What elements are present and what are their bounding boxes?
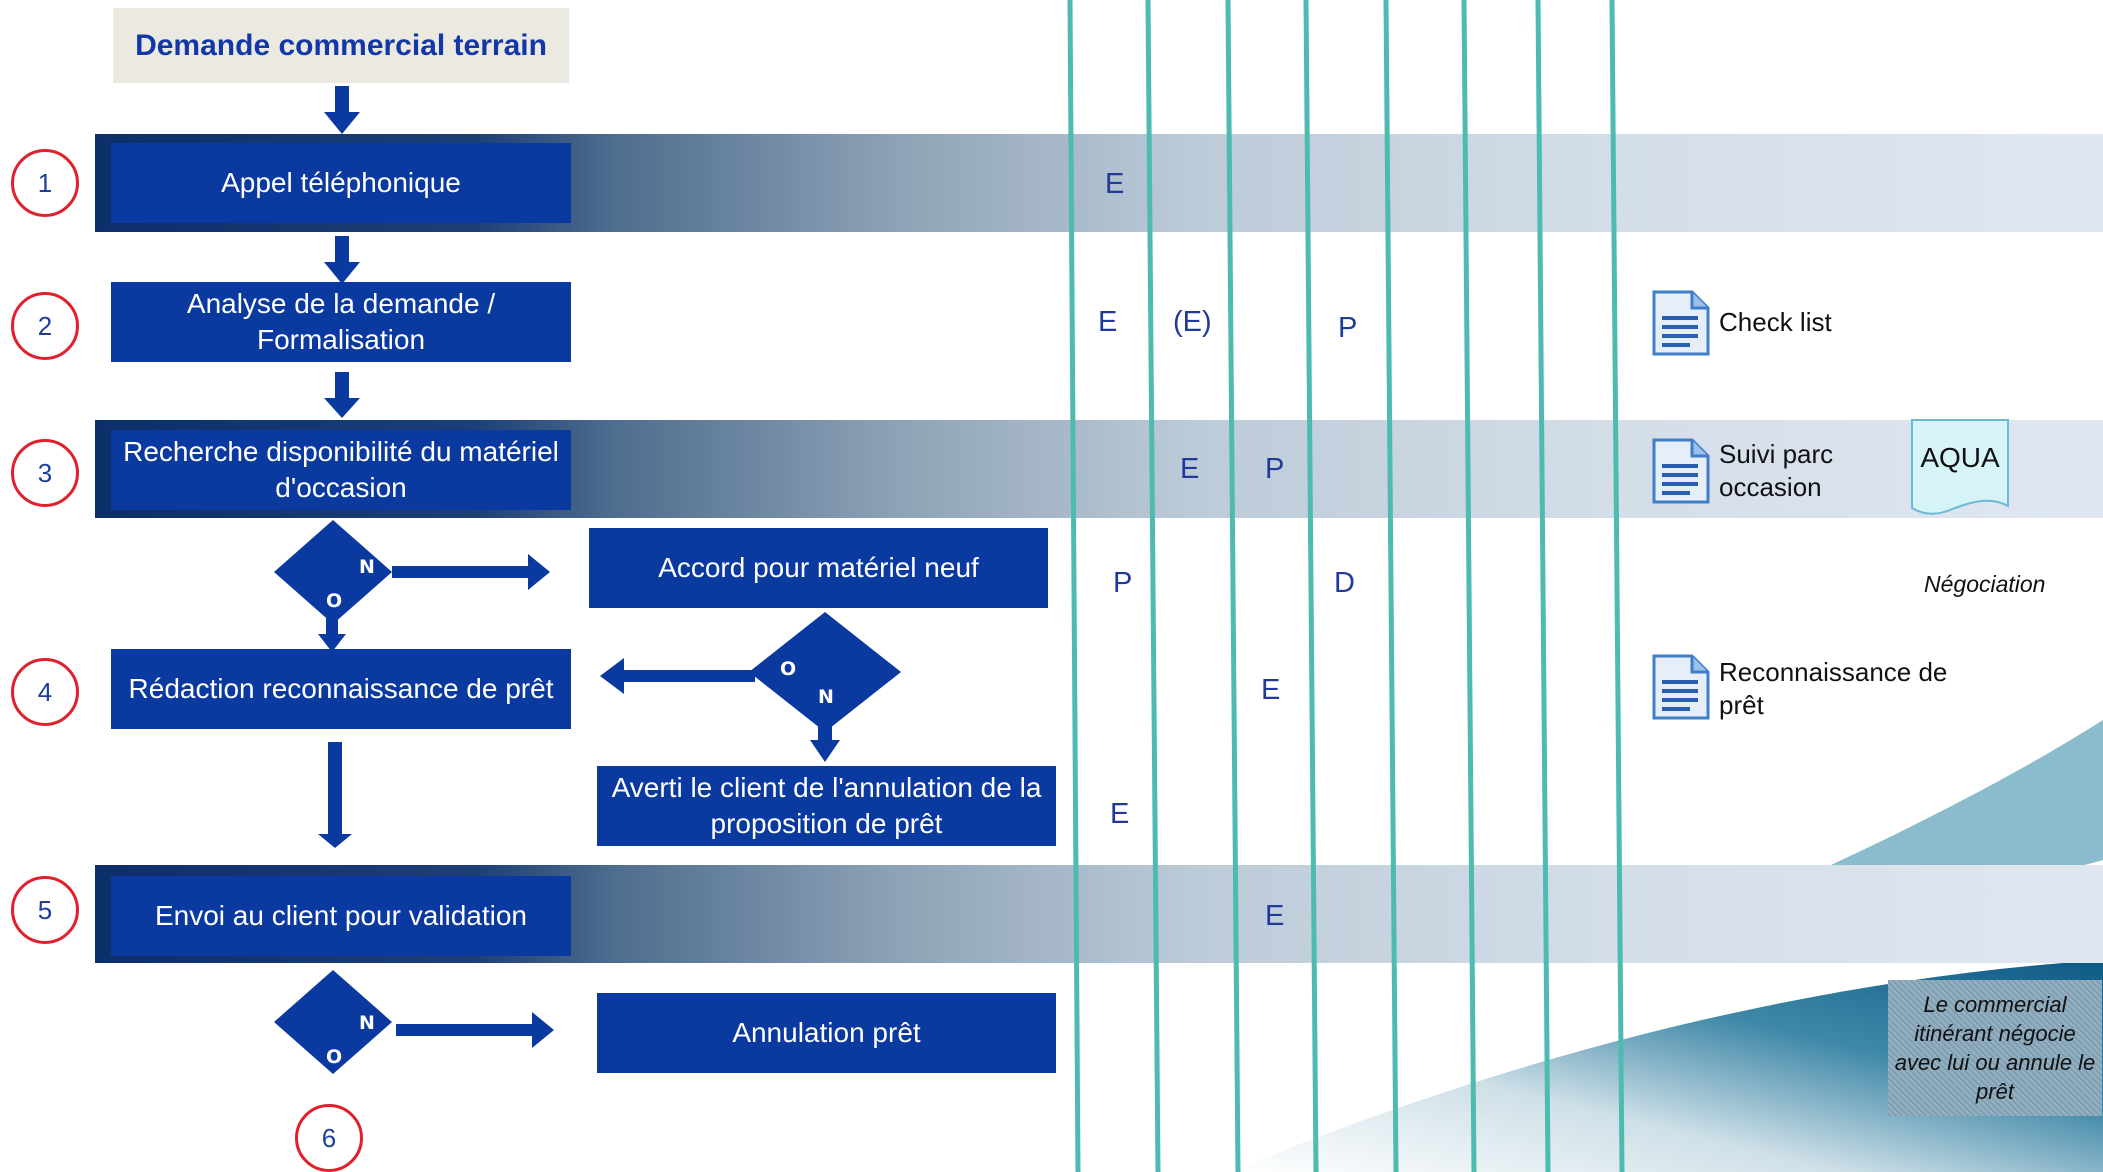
step-number-6-label: 6	[321, 1122, 337, 1153]
reconnaissance-label: Reconnaissance de prêt	[1719, 657, 1948, 720]
step-number-2: 2	[11, 292, 79, 360]
step-1-box: Appel téléphonique	[111, 143, 571, 223]
step-3-box: Recherche disponibilité du matériel d'oc…	[111, 430, 571, 510]
suivi-parc-label: Suivi parc occasion	[1719, 439, 1834, 502]
resp-row4-col3: E	[1261, 674, 1281, 706]
arrow-right-icon	[396, 1012, 554, 1048]
document-icon	[1652, 654, 1710, 720]
resp-row1-col1: E	[1105, 168, 1125, 200]
resp-row3-col2: E	[1180, 453, 1200, 485]
negociation-note: Négociation	[1924, 571, 2046, 597]
averti-client-box: Averti le client de l'annulation de la p…	[597, 766, 1056, 846]
resp-row2-col1: E	[1098, 306, 1118, 338]
arrow-down-icon	[324, 86, 360, 134]
step-4-box: Rédaction reconnaissance de prêt	[111, 649, 571, 729]
start-header: Demande commercial terrain	[113, 8, 569, 83]
resp-row3-col3: P	[1265, 453, 1285, 485]
diamond-2-no: N	[818, 686, 834, 708]
annulation-box: Annulation prêt	[597, 993, 1056, 1073]
checklist-label: Check list	[1719, 307, 1832, 337]
aqua-document-icon	[1911, 419, 2009, 515]
document-icon	[1652, 290, 1710, 356]
resp-row4b-col1: E	[1110, 798, 1130, 830]
step-number-5: 5	[11, 876, 79, 944]
aqua-label: AQUA	[1920, 442, 2000, 473]
step-2-box: Analyse de la demande / Formalisation	[111, 282, 571, 362]
step-5-box: Envoi au client pour validation	[111, 876, 571, 956]
diamond-3-no: N	[359, 1012, 375, 1034]
step-number-6: 6	[295, 1104, 363, 1172]
step-number-1: 1	[11, 149, 79, 217]
resp-row5-col3: E	[1265, 900, 1285, 932]
arrow-down-icon	[324, 236, 360, 284]
resp-row2-col5: P	[1338, 312, 1358, 344]
document-icon	[1652, 438, 1710, 504]
resp-row3b-col5: D	[1334, 567, 1355, 599]
resp-row2-col2: (E)	[1173, 306, 1212, 338]
decision-diamond-icon: N O	[274, 970, 392, 1074]
decision-diamond-icon: O N	[749, 612, 901, 732]
diamond-1-yes: O	[326, 590, 342, 612]
diamond-1-no: N	[359, 556, 375, 578]
diamond-2-yes: O	[780, 658, 796, 680]
diamond-3-yes: O	[326, 1046, 342, 1068]
decision-diamond-icon: N O	[274, 520, 392, 624]
resp-row3b-col1: P	[1113, 567, 1133, 599]
arrow-left-icon	[600, 658, 755, 694]
accord-neuf-box: Accord pour matériel neuf	[589, 528, 1048, 608]
arrow-right-icon	[392, 554, 550, 590]
commercial-note: Le commercial itinérant négocie avec lui…	[1888, 980, 2102, 1116]
arrow-down-icon	[324, 372, 360, 418]
step-number-4: 4	[11, 658, 79, 726]
step-number-3: 3	[11, 439, 79, 507]
arrow-down-icon	[318, 742, 352, 848]
